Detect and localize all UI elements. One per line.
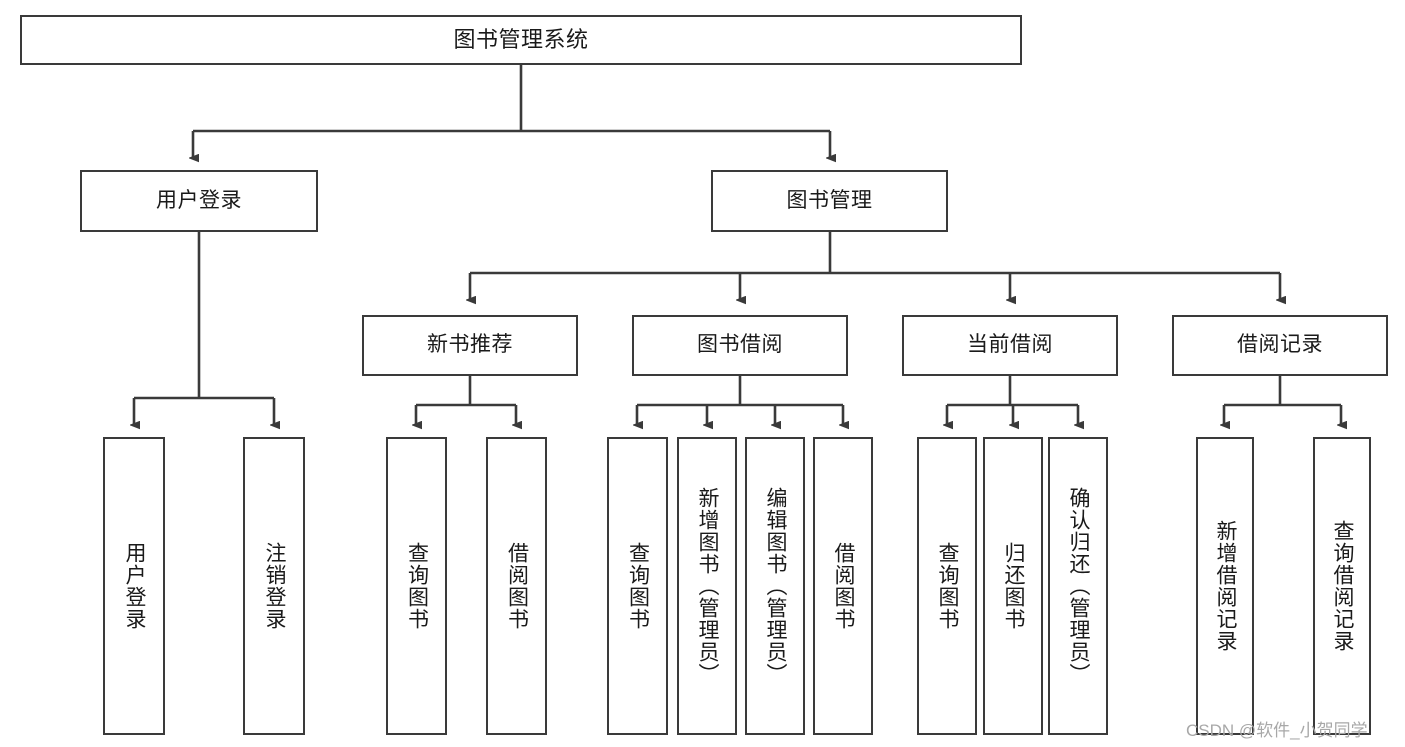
node-label: 借阅图书 [505, 542, 529, 630]
leaf-add-book-admin[interactable]: 新增图书（管理员） [677, 437, 737, 735]
node-current-borrowing[interactable]: 当前借阅 [902, 315, 1118, 376]
node-user-login[interactable]: 用户登录 [80, 170, 318, 232]
node-label: 归还图书 [1002, 542, 1026, 630]
leaf-borrow-book-borrowing[interactable]: 借阅图书 [813, 437, 873, 735]
leaf-borrow-book-new-recommendation[interactable]: 借阅图书 [486, 437, 547, 735]
node-new-book-recommendation[interactable]: 新书推荐 [362, 315, 578, 376]
node-book-borrowing[interactable]: 图书借阅 [632, 315, 848, 376]
node-label: 新增图书（管理员） [696, 487, 720, 685]
node-label: 注销登录 [263, 542, 287, 630]
node-label: 编辑图书（管理员） [764, 487, 788, 685]
node-label: 借阅记录 [1237, 333, 1323, 357]
leaf-add-borrow-record[interactable]: 新增借阅记录 [1196, 437, 1254, 735]
node-label: 新书推荐 [427, 333, 513, 357]
node-label: 查询图书 [936, 542, 960, 630]
node-label: 图书管理 [786, 188, 873, 212]
node-label: 当前借阅 [967, 333, 1053, 357]
node-book-management[interactable]: 图书管理 [711, 170, 948, 232]
leaf-query-book-borrowing[interactable]: 查询图书 [607, 437, 668, 735]
node-label: 查询借阅记录 [1331, 520, 1355, 652]
node-label: 用户登录 [123, 542, 147, 630]
leaf-return-book[interactable]: 归还图书 [983, 437, 1043, 735]
node-label: 新增借阅记录 [1214, 520, 1238, 652]
leaf-query-borrow-record[interactable]: 查询借阅记录 [1313, 437, 1371, 735]
node-label: 图书管理系统 [453, 27, 589, 53]
node-label: 借阅图书 [832, 542, 856, 630]
node-label: 图书借阅 [697, 333, 783, 357]
node-borrowing-records[interactable]: 借阅记录 [1172, 315, 1388, 376]
watermark-text: CSDN @软件_小贺同学 [1186, 721, 1368, 740]
node-root-book-management-system[interactable]: 图书管理系统 [20, 15, 1022, 65]
leaf-edit-book-admin[interactable]: 编辑图书（管理员） [745, 437, 805, 735]
leaf-confirm-return-admin[interactable]: 确认归还（管理员） [1048, 437, 1108, 735]
node-label: 用户登录 [156, 188, 242, 212]
node-label: 查询图书 [626, 542, 650, 630]
leaf-query-book-new-recommendation[interactable]: 查询图书 [386, 437, 447, 735]
leaf-user-logout[interactable]: 注销登录 [243, 437, 305, 735]
leaf-query-book-current[interactable]: 查询图书 [917, 437, 977, 735]
node-label: 确认归还（管理员） [1067, 487, 1091, 685]
node-label: 查询图书 [405, 542, 429, 630]
leaf-user-login[interactable]: 用户登录 [103, 437, 165, 735]
